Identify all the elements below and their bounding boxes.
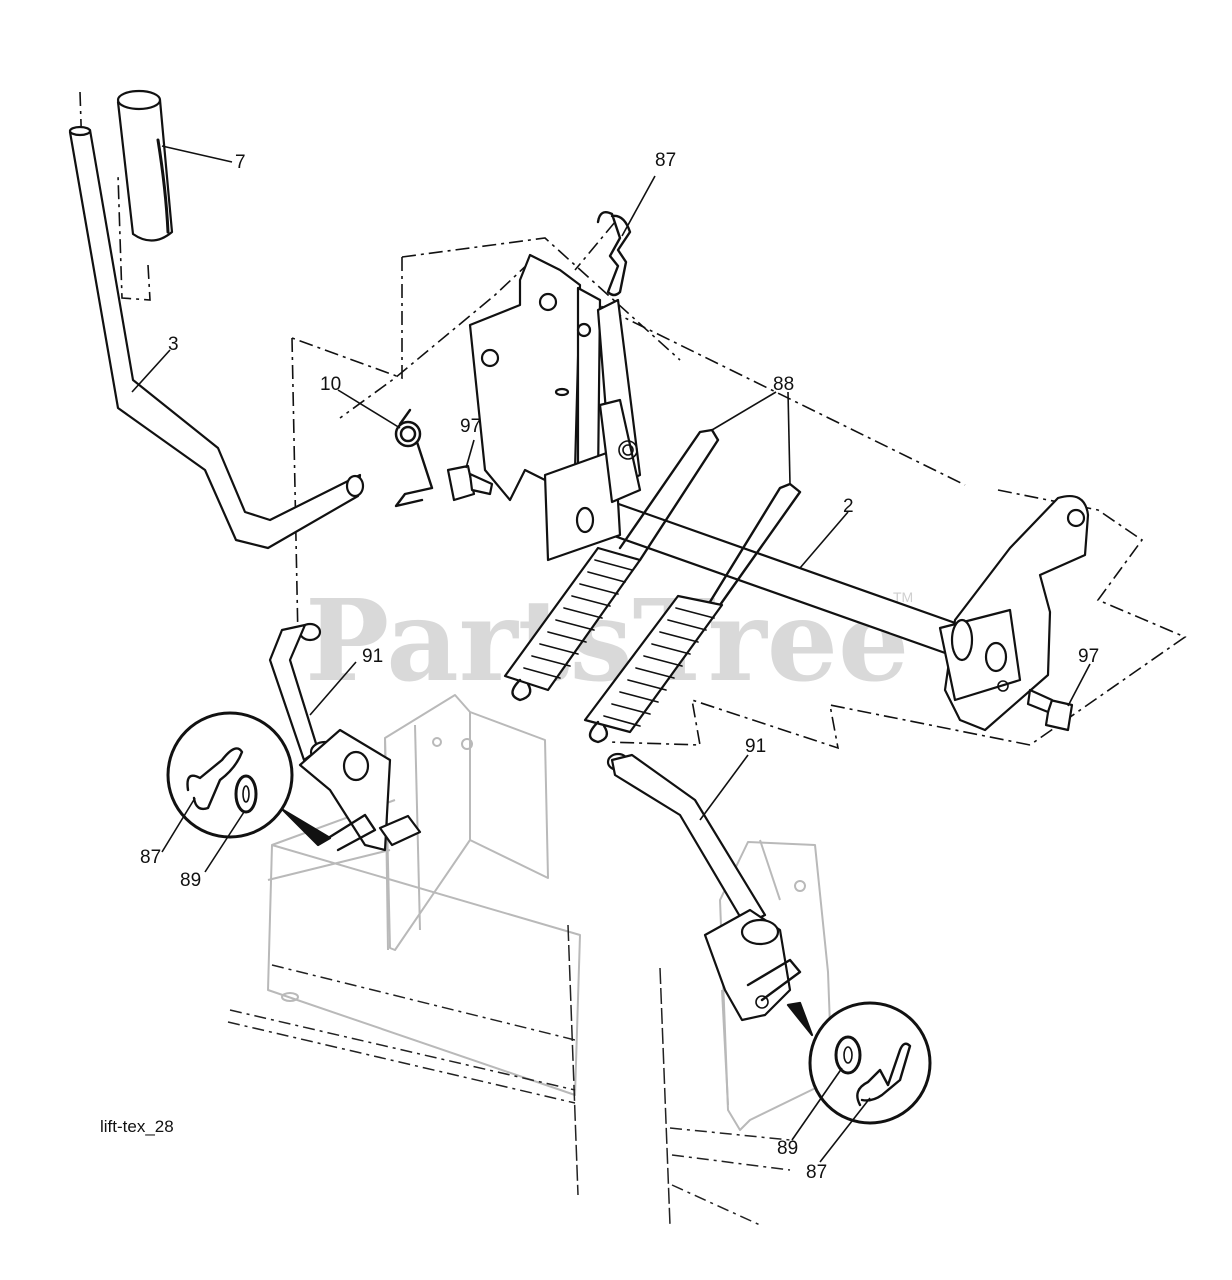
callout-labels: 7 87 3 10 97 88 2 97 91 91 87 89 89 87 [140, 150, 1099, 1183]
callout-89-left: 89 [180, 870, 201, 891]
lift-handle-part [68, 125, 365, 550]
callout-87-top: 87 [655, 150, 676, 171]
callout-7: 7 [235, 152, 246, 173]
callout-2: 2 [843, 496, 854, 517]
callout-91-left: 91 [362, 646, 383, 667]
hair-pin-clip-top [596, 211, 632, 297]
lift-link-left-part [268, 622, 422, 852]
callout-88: 88 [773, 374, 794, 395]
callout-89-right: 89 [777, 1138, 798, 1159]
drawing-reference: lift-tex_28 [100, 1117, 174, 1136]
callout-10: 10 [320, 374, 341, 395]
deck-dash-lines [227, 924, 791, 1226]
callout-87-right: 87 [806, 1162, 827, 1183]
right-lever-bracket [938, 494, 1090, 732]
leader-lines [131, 145, 1091, 1163]
grip-part [116, 89, 174, 242]
callout-97-right: 97 [1078, 646, 1099, 667]
callout-91-right: 91 [745, 736, 766, 757]
torsion-spring-part [394, 408, 434, 508]
bolt-left-part [446, 464, 494, 502]
detail-circle-right [786, 1001, 932, 1125]
bolt-right-part [1026, 688, 1074, 732]
spring-coil-left [503, 546, 642, 702]
detail-circle-left [166, 711, 332, 847]
lift-link-right-part [606, 752, 802, 1022]
callout-3: 3 [168, 334, 179, 355]
callout-97-left: 97 [460, 416, 481, 437]
trademark-text: TM [893, 589, 913, 605]
callout-87-left: 87 [140, 847, 161, 868]
spring-coil-right [583, 594, 724, 744]
